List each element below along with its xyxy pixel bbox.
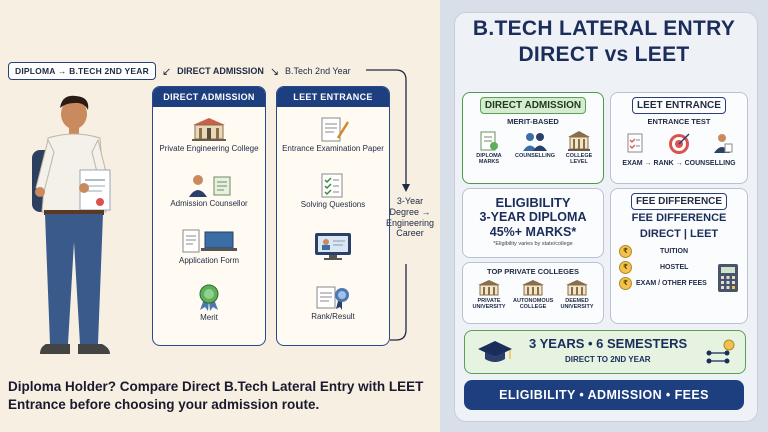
college-type-label: AUTONOMOUS COLLEGE <box>513 298 554 311</box>
route-bar: DIPLOMA → B.TECH 2ND YEAR ↙ DIRECT ADMIS… <box>8 62 351 80</box>
list-item <box>313 219 353 275</box>
rupee-coin-icon: ₹ <box>619 244 632 258</box>
eligibility-marks: 45%+ MARKS* <box>489 225 577 239</box>
icon-caption: COUNSELLING <box>514 153 555 159</box>
counselling-icon <box>522 133 547 151</box>
leet-subtitle: ENTRANCE TEST <box>647 117 711 126</box>
fee-row-label: EXAM / OTHER FEES <box>636 279 707 287</box>
fee-row-label: HOSTEL <box>660 263 689 271</box>
list-item: PRIVATE UNIVERSITY <box>469 279 509 310</box>
list-item: Admission Counsellor <box>170 163 248 219</box>
graduation-cap-icon <box>478 341 512 362</box>
item-label: Admission Counsellor <box>170 199 248 209</box>
route-next-label: B.Tech 2nd Year <box>285 66 351 76</box>
list-item: ₹ HOSTEL <box>619 260 747 274</box>
checklist-icon <box>321 173 343 198</box>
list-item: COUNSELLING <box>515 130 555 165</box>
icon-caption: DIPLOMA MARKS <box>476 153 502 166</box>
exam-sheet-icon <box>627 133 643 153</box>
comparison-title: B.TECH LATERAL ENTRY DIRECT vs LEET <box>440 16 768 69</box>
target-icon <box>669 133 690 154</box>
item-label: Application Form <box>178 256 240 266</box>
icon-caption: COLLEGE LEVEL <box>565 153 593 166</box>
career-outcome-text: 3-Year Degree → Engineering Career <box>385 196 435 239</box>
rupee-coin-icon: ₹ <box>619 260 632 274</box>
list-item: DEEMED UNIVERSITY <box>557 279 597 310</box>
item-label: Solving Questions <box>300 200 366 210</box>
computer-screen-icon <box>315 233 351 260</box>
list-item: Private Engineering College <box>159 107 259 163</box>
colleges-title: TOP PRIVATE COLLEGES <box>487 267 579 276</box>
progress-flow-icon <box>706 339 735 364</box>
rupee-coin-icon: ₹ <box>619 276 632 290</box>
diploma-marks-icon <box>480 131 498 151</box>
rank-certificate-icon <box>316 286 349 311</box>
arrow-icon: ↙ <box>161 65 172 78</box>
leet-column-heading: LEET ENTRANCE <box>277 87 389 107</box>
list-item: DIPLOMA MARKS <box>471 130 507 165</box>
college-icon <box>567 131 590 151</box>
list-item: ₹ EXAM / OTHER FEES <box>619 276 747 290</box>
eligibility-box: ELIGIBILITY 3-YEAR DIPLOMA 45%+ MARKS* *… <box>462 188 604 258</box>
counsellor-icon <box>189 175 231 198</box>
counselling-person-icon <box>714 134 733 153</box>
eligibility-title: ELIGIBILITY <box>495 195 571 210</box>
leet-flow-text: EXAM → RANK → COUNSELLING <box>622 160 736 167</box>
item-label: Merit <box>200 313 218 323</box>
list-item: Solving Questions <box>301 163 365 219</box>
list-item: Merit <box>196 275 222 331</box>
title-line-2: DIRECT vs LEET <box>518 43 690 67</box>
left-panel: DIPLOMA → B.TECH 2ND YEAR ↙ DIRECT ADMIS… <box>0 0 440 432</box>
student-illustration <box>32 95 111 354</box>
list-item: ₹ TUITION <box>619 244 747 258</box>
list-item: Rank/Result <box>311 275 355 331</box>
item-label: Entrance Examination Paper <box>282 144 384 154</box>
direct-admission-box: DIRECT ADMISSION MERIT-BASED DIPLOMA MAR… <box>462 92 604 184</box>
direct-subtitle: MERIT-BASED <box>507 117 559 126</box>
page-caption: Diploma Holder? Compare Direct B.Tech La… <box>8 379 424 413</box>
college-type-label: DEEMED UNIVERSITY <box>560 298 594 311</box>
fee-difference-box: FEE DIFFERENCE FEE DIFFERENCE DIRECT | L… <box>610 188 748 324</box>
fee-compare: DIRECT | LEET <box>639 227 719 240</box>
exam-paper-icon <box>321 117 350 142</box>
leet-entrance-tag: LEET ENTRANCE <box>632 97 726 114</box>
fee-row-label: TUITION <box>660 247 688 255</box>
footer-banner: ELIGIBILITY • ADMISSION • FEES <box>464 380 744 410</box>
colleges-box: TOP PRIVATE COLLEGES PRIVATE UNIVERSITY … <box>462 262 604 324</box>
direct-admission-column: DIRECT ADMISSION Private Engineering Col… <box>152 86 266 346</box>
curved-arrow-icon: ↘ <box>269 65 280 78</box>
duration-main: 3 YEARS • 6 SEMESTERS <box>529 336 688 351</box>
route-pill: DIPLOMA → B.TECH 2ND YEAR <box>8 62 156 80</box>
college-building-icon <box>191 118 226 142</box>
leet-entrance-box: LEET ENTRANCE ENTRANCE TEST EXAM → RANK … <box>610 92 748 184</box>
duration-box: 3 YEARS • 6 SEMESTERS DIRECT TO 2ND YEAR <box>464 330 746 374</box>
college-type-label: PRIVATE UNIVERSITY <box>472 298 506 311</box>
list-item: AUTONOMOUS COLLEGE <box>513 279 553 310</box>
title-line-1: B.TECH LATERAL ENTRY <box>472 17 736 40</box>
direct-admission-tag: DIRECT ADMISSION <box>479 97 587 114</box>
list-item: COLLEGE LEVEL <box>563 130 595 165</box>
eligibility-diploma: 3-YEAR DIPLOMA <box>479 210 587 224</box>
leet-entrance-column: LEET ENTRANCE Entrance Examination Paper <box>276 86 390 346</box>
university-building-icon <box>478 280 500 296</box>
item-label: Private Engineering College <box>159 144 259 154</box>
calculator-icon <box>718 264 738 292</box>
flow-arrows <box>366 69 410 341</box>
direct-column-heading: DIRECT ADMISSION <box>153 87 265 107</box>
item-label: Rank/Result <box>311 312 355 322</box>
list-item: Application Form <box>179 219 239 275</box>
route-direct-label: DIRECT ADMISSION <box>177 66 264 76</box>
deemed-university-icon <box>566 280 588 296</box>
merit-badge-icon <box>199 284 219 312</box>
fee-tag: FEE DIFFERENCE <box>630 193 728 210</box>
duration-sub: DIRECT TO 2ND YEAR <box>565 355 651 364</box>
college-building-icon <box>522 280 544 296</box>
application-form-icon <box>182 229 237 253</box>
fee-title: FEE DIFFERENCE <box>631 212 727 224</box>
list-item: Entrance Examination Paper <box>282 107 384 163</box>
eligibility-note: *Eligibility varies by state/college <box>493 241 573 247</box>
